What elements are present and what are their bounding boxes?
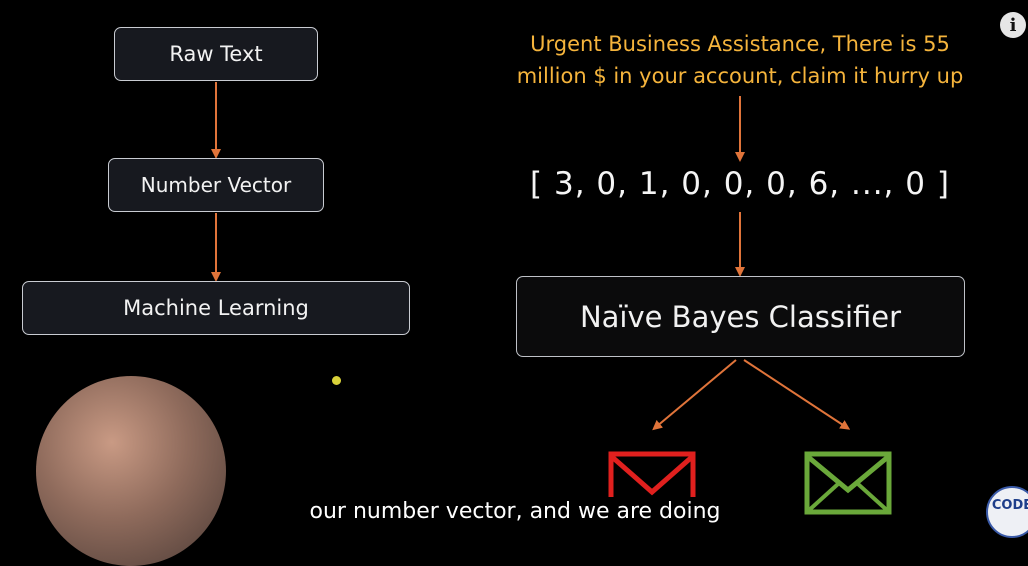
arrow-classifier-to-ham — [743, 359, 851, 430]
raw-text-box: Raw Text — [114, 27, 318, 81]
info-icon[interactable]: i — [1000, 12, 1026, 38]
machine-learning-label: Machine Learning — [123, 296, 309, 320]
presenter-webcam-avatar — [36, 376, 226, 566]
raw-text-label: Raw Text — [169, 42, 263, 66]
connector-arrows — [211, 82, 892, 517]
number-vector-example: [ 3, 0, 1, 0, 0, 0, 6, ..., 0 ] — [530, 166, 950, 202]
ham-envelope-icon — [804, 451, 892, 515]
email-text-line-1: Urgent Business Assistance, There is 55 — [530, 32, 950, 56]
arrow-classifier-to-spam — [652, 359, 737, 431]
number-vector-label: Number Vector — [140, 173, 292, 197]
channel-logo[interactable]: CODE — [986, 486, 1028, 538]
video-subtitle: our number vector, and we are doing — [293, 497, 737, 527]
email-example-text: Urgent Business Assistance, There is 55 … — [480, 28, 1000, 92]
classifier-label: Naïve Bayes Classifier — [579, 299, 902, 334]
naive-bayes-classifier-box: Naïve Bayes Classifier — [516, 276, 965, 357]
channel-logo-text: CODE — [991, 498, 1028, 513]
machine-learning-box: Machine Learning — [22, 281, 410, 335]
number-vector-box: Number Vector — [108, 158, 324, 212]
email-text-line-2: million $ in your account, claim it hurr… — [516, 64, 964, 88]
cursor-highlight-icon — [332, 376, 341, 385]
